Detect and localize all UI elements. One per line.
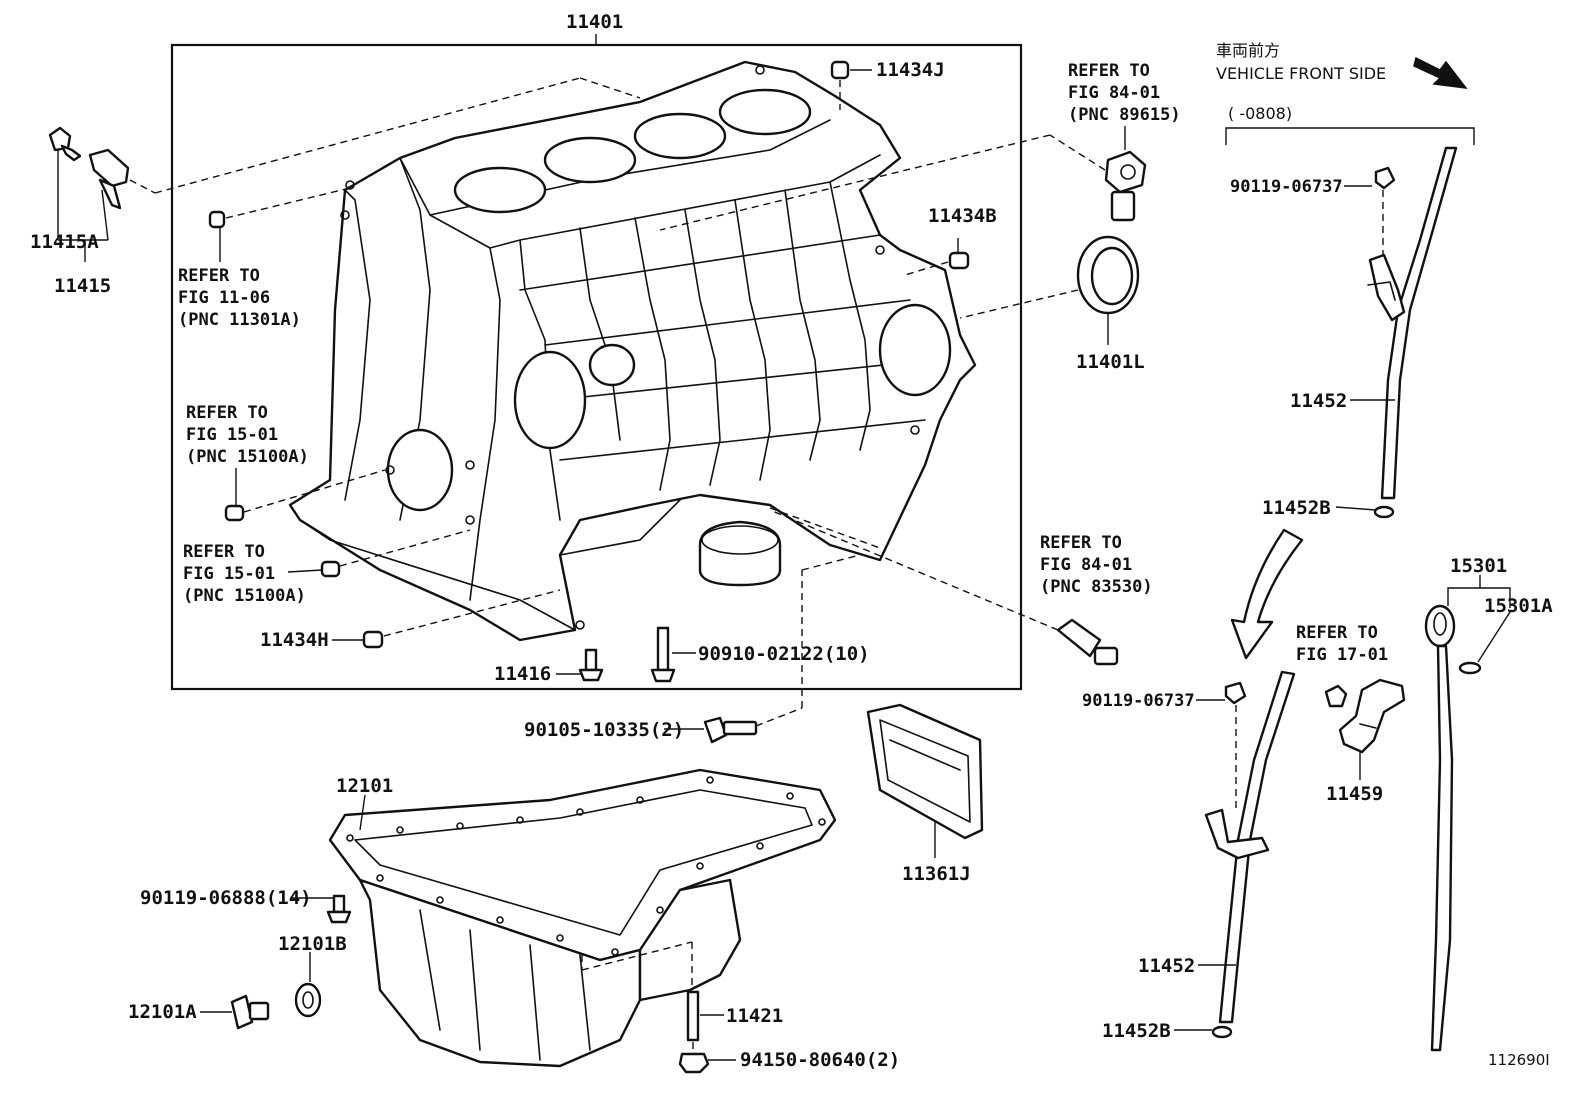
part-label-94150-80640[interactable]: 94150-80640(2) <box>740 1049 900 1071</box>
part-label-90119-06737-top[interactable]: 90119-06737 <box>1230 177 1343 197</box>
part-label-11415A[interactable]: 11415A <box>30 231 99 253</box>
sensor-11415 <box>48 126 130 210</box>
part-label-11452B-top[interactable]: 11452B <box>1262 497 1331 519</box>
part-label-11401[interactable]: 11401 <box>566 11 623 33</box>
refer-fig-15-01-a-line3: (PNC 15100A) <box>186 447 309 467</box>
refer-fig-11-06-line2: FIG 11-06 <box>178 288 270 308</box>
drain-plug-12101A <box>230 994 270 1030</box>
refer-fig-11-06-line1[interactable]: REFER TO <box>178 266 260 286</box>
stud-11421 <box>686 990 700 1042</box>
part-label-11434B[interactable]: 11434B <box>928 205 997 227</box>
baffle-plate-11361J <box>866 703 984 840</box>
bolt-90105 <box>703 716 758 744</box>
refer-fig-15-01-b-line2: FIG 15-01 <box>183 564 275 584</box>
refer-fig-84-01-a-line2: FIG 84-01 <box>1068 83 1160 103</box>
vehicle-front-label-en: VEHICLE FRONT SIDE <box>1216 64 1386 83</box>
clip-17-01 <box>1324 684 1348 708</box>
refer-fig-11-06-line3: (PNC 11301A) <box>178 310 301 330</box>
vehicle-front-label-jp: 車両前方 <box>1216 41 1280 60</box>
gasket-12101B <box>294 982 322 1018</box>
part-label-12101B[interactable]: 12101B <box>278 933 347 955</box>
part-label-15301[interactable]: 15301 <box>1450 555 1507 577</box>
refer-fig-84-01-b-line2: FIG 84-01 <box>1040 555 1132 575</box>
pin-15100A-b <box>320 560 341 578</box>
part-label-11452B-bottom[interactable]: 11452B <box>1102 1020 1171 1042</box>
part-label-90105-10335[interactable]: 90105-10335(2) <box>524 719 684 741</box>
pin-11434B <box>948 251 970 270</box>
cylinder-block-drawing <box>288 60 977 642</box>
part-label-12101[interactable]: 12101 <box>336 775 393 797</box>
part-label-90910-02122[interactable]: 90910-02122(10) <box>698 643 870 665</box>
bracket-11459 <box>1338 678 1406 754</box>
refer-fig-84-01-a-line3: (PNC 89615) <box>1068 105 1181 125</box>
part-label-15301A[interactable]: 15301A <box>1484 595 1553 617</box>
pin-11434J <box>830 60 850 80</box>
bolt-90119-06888 <box>326 894 352 924</box>
oil-pressure-switch-83530 <box>1056 618 1119 666</box>
part-label-90119-06737-bottom[interactable]: 90119-06737 <box>1082 691 1195 711</box>
o-ring-11452B-bottom <box>1211 1025 1233 1039</box>
refer-fig-84-01-b-line3: (PNC 83530) <box>1040 577 1153 597</box>
knock-sensor-89615 <box>1104 150 1147 222</box>
refer-fig-15-01-a-line1[interactable]: REFER TO <box>186 403 268 423</box>
arrow-down-right-icon <box>1413 56 1468 89</box>
part-label-12101A[interactable]: 12101A <box>128 1001 197 1023</box>
o-ring-11452B-top <box>1373 505 1395 519</box>
part-label-11415[interactable]: 11415 <box>54 275 111 297</box>
dipstick-guide-11452-top <box>1367 146 1458 500</box>
part-label-11421[interactable]: 11421 <box>726 1005 783 1027</box>
range-label: ( -0808) <box>1228 104 1292 123</box>
change-arrow-icon <box>1230 528 1304 660</box>
refer-fig-17-01-line2: FIG 17-01 <box>1296 645 1388 665</box>
oil-pan-12101 <box>328 768 837 1068</box>
part-label-11434J[interactable]: 11434J <box>876 59 945 81</box>
refer-fig-15-01-b-line1[interactable]: REFER TO <box>183 542 265 562</box>
pin-15100A-a <box>224 504 245 522</box>
part-label-11452-bottom[interactable]: 11452 <box>1138 955 1195 977</box>
bolt-90119-06737-top <box>1374 166 1396 190</box>
illustration-id: 112690I <box>1488 1051 1550 1069</box>
nut-94150 <box>678 1052 710 1074</box>
oil-gauge-15301 <box>1424 604 1456 1052</box>
refer-fig-17-01-line1[interactable]: REFER TO <box>1296 623 1378 643</box>
part-label-11401L[interactable]: 11401L <box>1076 351 1145 373</box>
pin-11301A <box>208 210 226 229</box>
bolt-11416 <box>578 648 604 682</box>
part-label-11452-top[interactable]: 11452 <box>1290 390 1347 412</box>
part-label-11459[interactable]: 11459 <box>1326 783 1383 805</box>
part-label-11361J[interactable]: 11361J <box>902 863 971 885</box>
refer-fig-84-01-a-line1[interactable]: REFER TO <box>1068 61 1150 81</box>
bolt-90119-06737-bottom <box>1224 681 1247 705</box>
pin-11434H <box>362 630 384 649</box>
part-label-11434H[interactable]: 11434H <box>260 629 329 651</box>
refer-fig-15-01-a-line2: FIG 15-01 <box>186 425 278 445</box>
refer-fig-15-01-b-line3: (PNC 15100A) <box>183 586 306 606</box>
stud-90910 <box>650 626 676 683</box>
part-label-11416[interactable]: 11416 <box>494 663 551 685</box>
refer-fig-84-01-b-line1[interactable]: REFER TO <box>1040 533 1122 553</box>
part-label-90119-06888[interactable]: 90119-06888(14) <box>140 887 312 909</box>
o-ring-15301A <box>1458 661 1482 675</box>
dipstick-guide-11452-bottom <box>1204 670 1296 1024</box>
oil-seal-11401L <box>1076 235 1140 315</box>
